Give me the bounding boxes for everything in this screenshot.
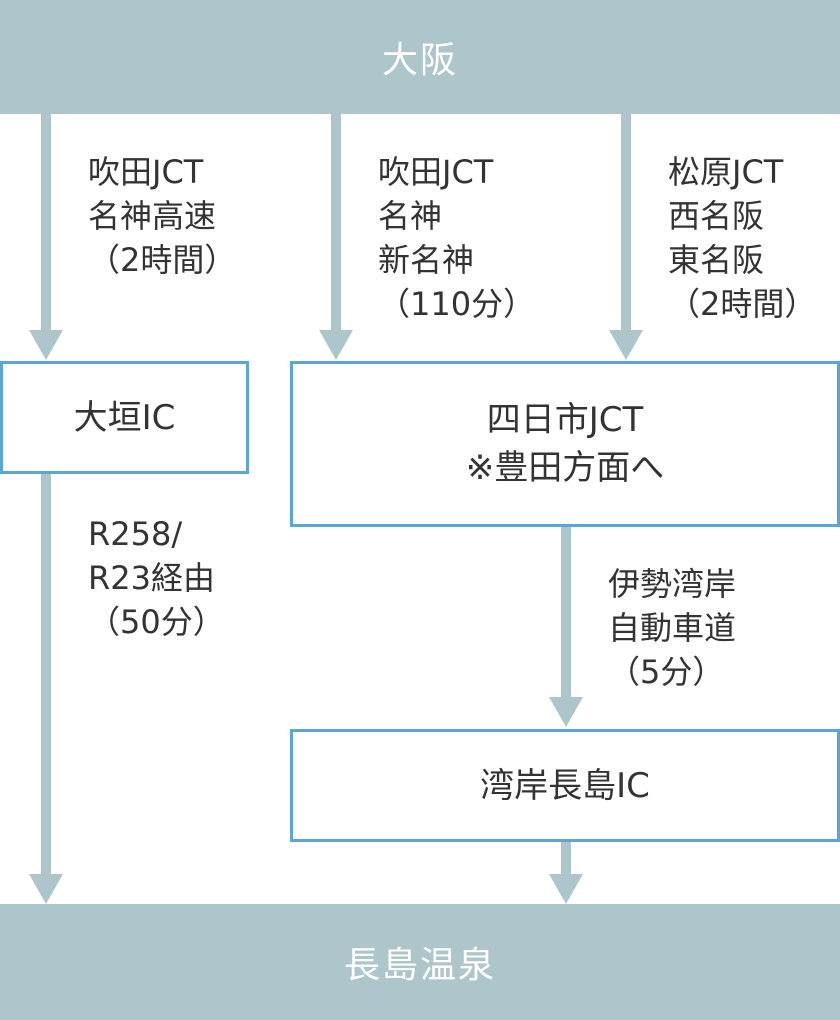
destination-label: 長島温泉 [343, 945, 496, 986]
route-left-line-1: 吹田JCT [88, 153, 204, 191]
route-middle-line-1: 吹田JCT [378, 153, 494, 191]
arrow-right-line [621, 114, 631, 332]
route-right-line-3: 東名阪 [668, 241, 765, 279]
route-middle-line-4: （110分） [378, 285, 536, 323]
arrow-middle-head [319, 330, 353, 360]
route-middle-line-3: 新名神 [378, 241, 475, 279]
route-left-line-3: （2時間） [88, 241, 237, 279]
ogaki-ic-label: 大垣IC [73, 397, 176, 438]
route-middle-line-2: 名神 [378, 197, 443, 235]
box-wangan-nagashima-ic: 湾岸長島IC [290, 729, 840, 842]
arrow-left-head [29, 330, 63, 360]
arrow-yokkaichi-line [561, 527, 571, 699]
route-label-ogaki-down: R258/ R23経由 （50分） [88, 512, 225, 644]
yokkaichi-route-line-1: 伊勢湾岸 [608, 565, 737, 603]
arrow-wangan-line [561, 842, 571, 876]
ogaki-route-line-3: （50分） [88, 603, 225, 641]
route-right-line-4: （2時間） [668, 285, 817, 323]
route-label-left: 吹田JCT 名神高速 （2時間） [88, 150, 236, 282]
route-label-yokkaichi-down: 伊勢湾岸 自動車道 （5分） [608, 562, 736, 694]
arrow-wangan-head [549, 874, 583, 904]
origin-label: 大阪 [381, 40, 458, 81]
arrow-yokkaichi-head [549, 697, 583, 727]
arrow-middle-line [331, 114, 341, 332]
arrow-ogaki-head [29, 874, 63, 904]
route-right-line-2: 西名阪 [668, 197, 765, 235]
arrow-left-line [41, 114, 51, 332]
ogaki-route-line-2: R23経由 [88, 559, 215, 597]
yokkaichi-jct-label: 四日市JCT [486, 400, 644, 440]
yokkaichi-route-line-3: （5分） [608, 653, 725, 691]
yokkaichi-route-line-2: 自動車道 [608, 609, 737, 647]
route-label-middle: 吹田JCT 名神 新名神 （110分） [378, 150, 535, 326]
arrow-right-head [609, 330, 643, 360]
yokkaichi-jct-note: ※豊田方面へ [465, 448, 665, 488]
wangan-nagashima-ic-label: 湾岸長島IC [480, 765, 650, 806]
box-ogaki-ic: 大垣IC [0, 361, 249, 474]
box-yokkaichi-jct: 四日市JCT ※豊田方面へ [290, 361, 840, 527]
route-label-right: 松原JCT 西名阪 東名阪 （2時間） [668, 150, 816, 326]
route-left-line-2: 名神高速 [88, 197, 217, 235]
route-right-line-1: 松原JCT [668, 153, 784, 191]
ogaki-route-line-1: R258/ [88, 515, 183, 553]
origin-osaka: 大阪 [0, 0, 840, 114]
arrow-ogaki-line [41, 474, 51, 876]
destination-nagashima-onsen: 長島温泉 [0, 904, 840, 1020]
